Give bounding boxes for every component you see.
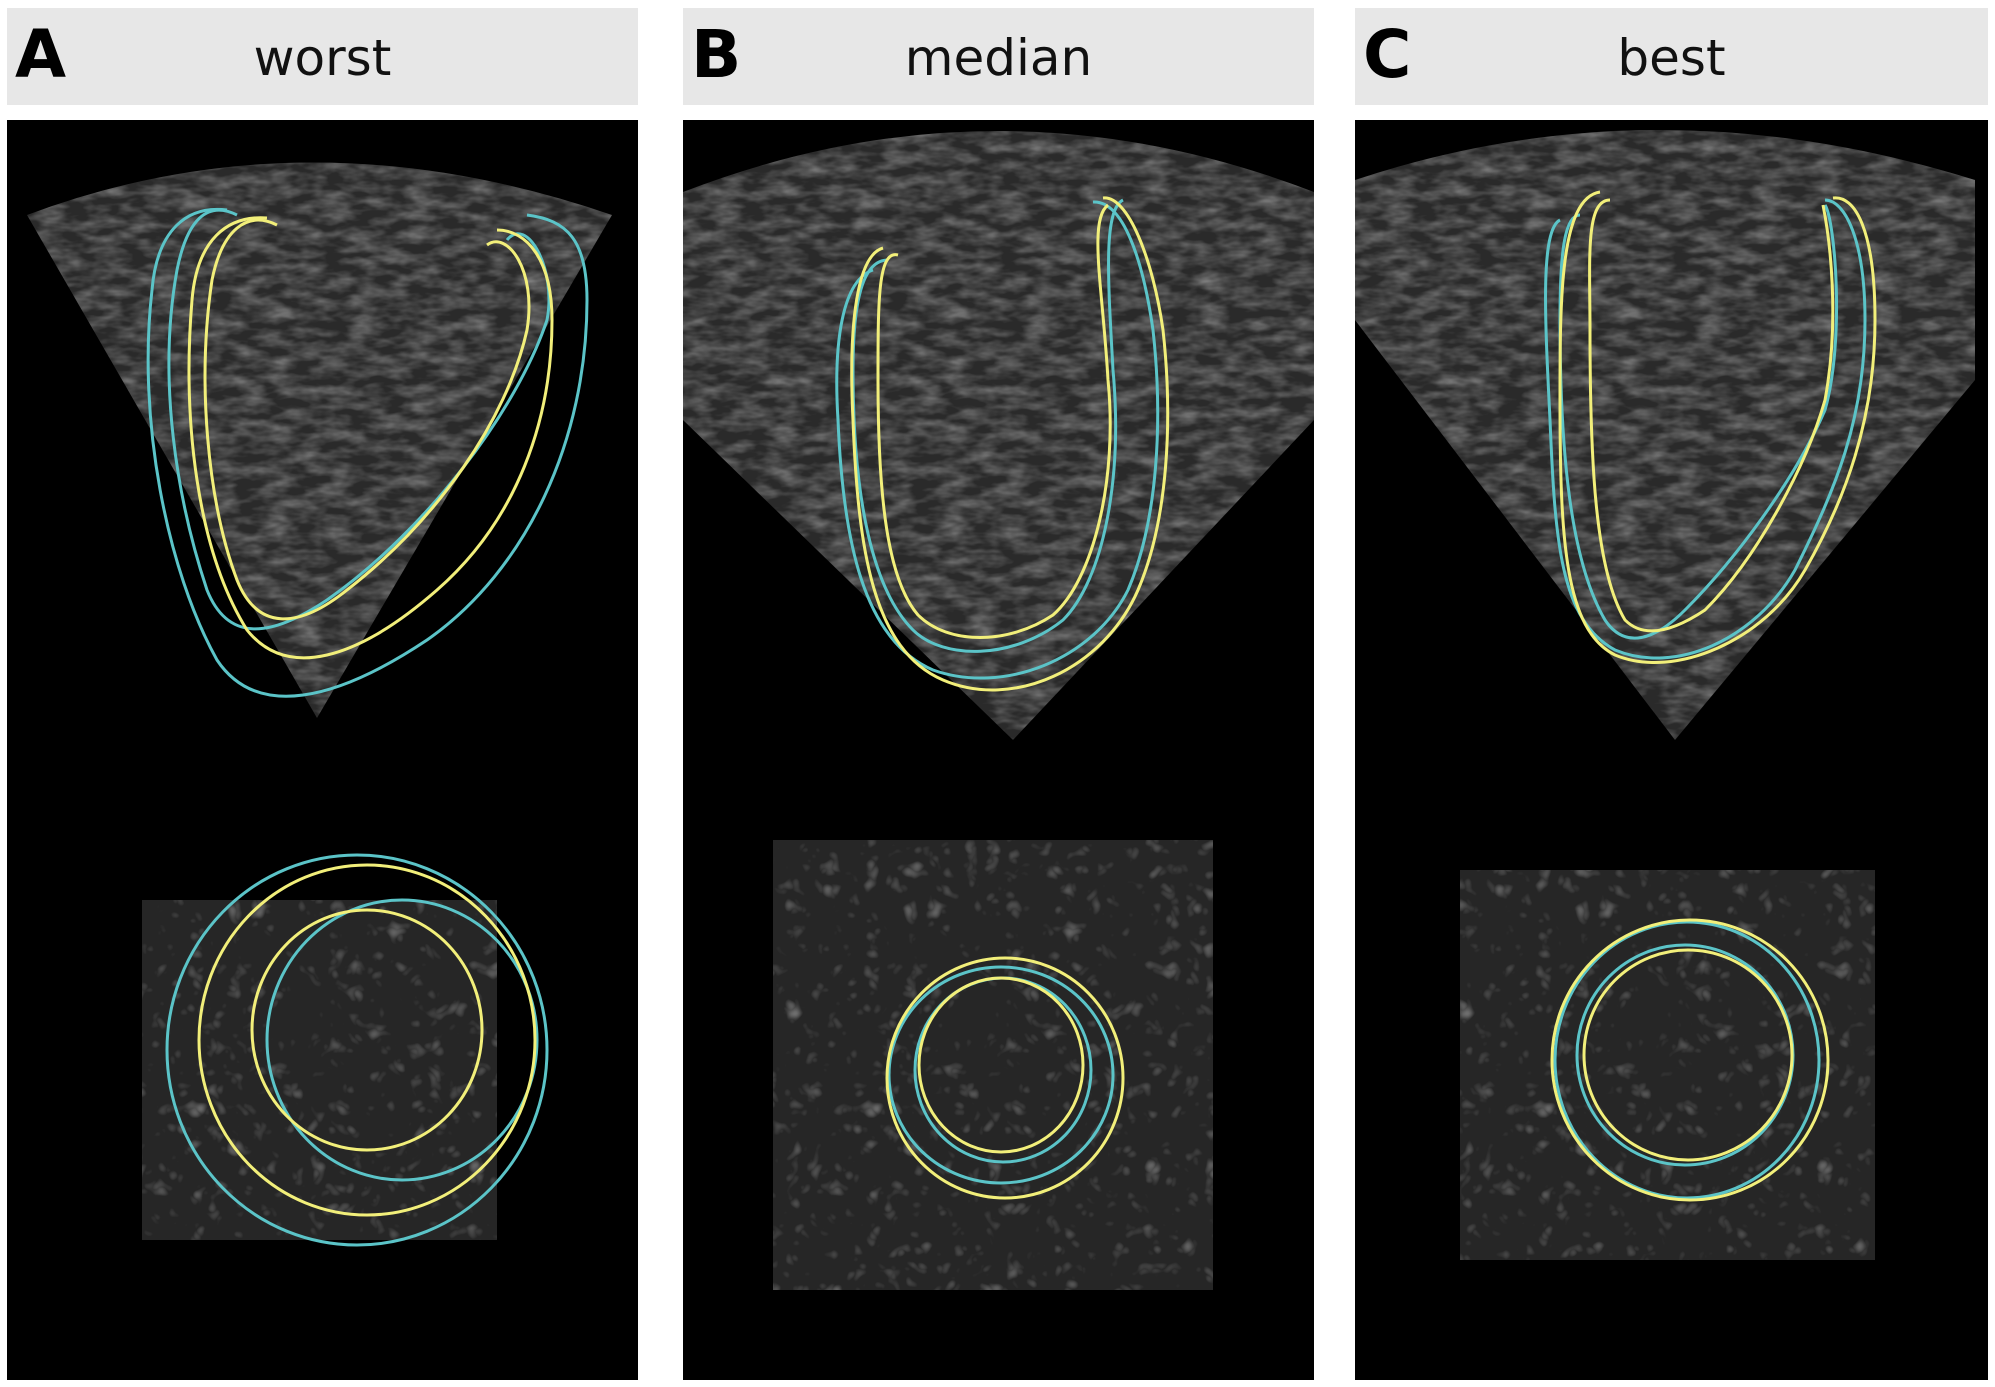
panel-c-predicted-endo-ring	[1582, 948, 1794, 1162]
panel-b-letter: B	[691, 16, 742, 93]
panel-b-title: median	[904, 29, 1093, 87]
panel-a-image	[7, 120, 638, 1380]
panel-b-header: B median	[683, 8, 1314, 105]
panel-b-predicted-epi-ring	[885, 956, 1125, 1200]
panel-b-reference-epi-contour	[835, 200, 1160, 680]
panel-c-title: best	[1617, 29, 1726, 87]
panel-c-predicted-endo-contour	[1588, 198, 1835, 633]
panel-a-predicted-epi-ring	[197, 863, 537, 1217]
panel-b-predicted-endo-contour	[876, 203, 1112, 639]
panel-c-letter: C	[1363, 16, 1412, 93]
panel-a-letter: A	[15, 16, 67, 93]
panel-c-reference-epi-ring	[1553, 920, 1821, 1200]
panel-a-predicted-endo-ring	[250, 908, 484, 1152]
panel-a-reference-epi-contour	[146, 207, 589, 698]
panel-a-predicted-epi-contour	[187, 216, 554, 660]
panel-a-reference-epi-ring	[165, 853, 549, 1247]
panel-b-reference-epi-ring	[887, 965, 1115, 1185]
panel-b-predicted-epi-contour	[850, 196, 1170, 692]
panel-a: A worst	[7, 0, 638, 1387]
panel-c-predicted-epi-contour	[1558, 190, 1877, 664]
panel-a-reference-endo-ring	[265, 898, 539, 1182]
panel-c: C best	[1355, 0, 1988, 1387]
panel-a-predicted-endo-contour	[203, 218, 531, 621]
panel-a-title: worst	[253, 29, 392, 87]
panel-b: B median	[683, 0, 1314, 1387]
panel-c-image	[1355, 120, 1988, 1380]
panel-a-header: A worst	[7, 8, 638, 105]
panel-a-reference-endo-contour	[167, 208, 551, 631]
panel-c-header: C best	[1355, 8, 1988, 105]
panel-b-predicted-endo-ring	[917, 976, 1085, 1154]
panel-b-image	[683, 120, 1314, 1380]
panel-c-reference-epi-contour	[1544, 198, 1867, 660]
panel-c-predicted-epi-ring	[1550, 918, 1830, 1202]
